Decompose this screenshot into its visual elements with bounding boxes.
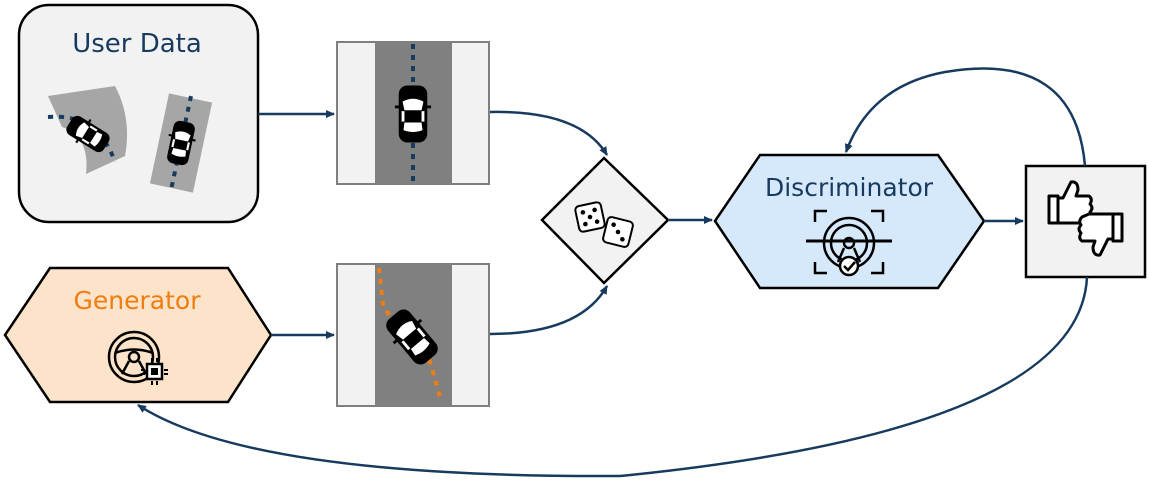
user-curved-road	[47, 86, 128, 174]
discriminator-node: Discriminator	[713, 153, 986, 290]
steering-wheel-check-icon	[806, 209, 892, 277]
real-road-sample	[336, 41, 490, 185]
user-data-title: User Data	[72, 29, 202, 59]
feedback-node	[1024, 164, 1147, 279]
generator-title: Generator	[74, 286, 202, 315]
discriminator-title: Discriminator	[765, 173, 934, 202]
flow-arrows	[137, 67, 1089, 478]
generator-node: Generator	[3, 266, 273, 404]
random-selector-node	[540, 156, 670, 285]
arrow-feedback-to-discriminator	[844, 67, 1087, 167]
arrow-real-to-selector	[489, 110, 609, 156]
user-data-box: User Data	[17, 3, 260, 224]
dice-icon	[574, 201, 634, 248]
user-straight-road	[149, 93, 213, 193]
steering-wheel-chip-icon	[107, 330, 168, 385]
arrow-generated-to-selector	[489, 285, 609, 336]
arrow-feedback-to-generator	[137, 276, 1089, 478]
thumbs-up-down-icon	[1047, 180, 1124, 257]
car-top-view-icon	[394, 85, 432, 143]
generated-road-sample	[336, 263, 490, 407]
